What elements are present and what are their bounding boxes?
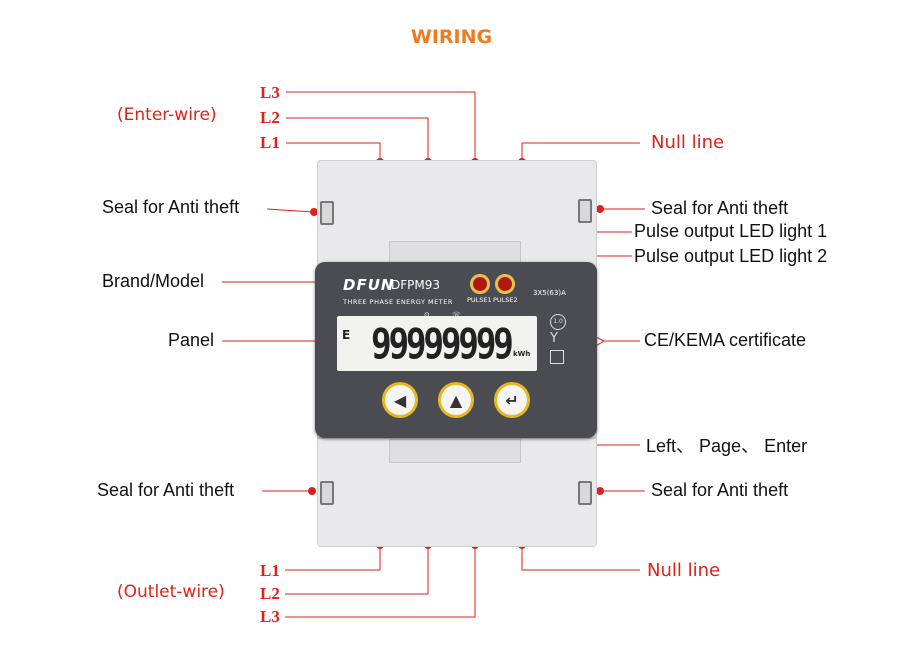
label-seal-bottom-left: Seal for Anti theft: [97, 480, 235, 500]
meter-subtitle: THREE PHASE ENERGY METER: [343, 298, 453, 306]
left-arrow-icon: ◀: [393, 390, 407, 410]
left-button[interactable]: ◀: [382, 382, 418, 418]
label-bottom-l2: L2: [260, 584, 280, 603]
diagram-title: WIRING: [410, 26, 493, 48]
class-badge: 1.0: [550, 314, 566, 330]
label-cert: CE/KEMA certificate: [644, 330, 807, 350]
pulse2-label: PULSE2: [493, 296, 518, 304]
page-button[interactable]: ▲: [438, 382, 474, 418]
clock-icon: ⊙: [424, 311, 430, 319]
housing-seam: [318, 437, 596, 439]
bottom-notch: [389, 439, 521, 463]
label-bottom-l3: L3: [260, 607, 280, 626]
up-arrow-icon: ▲: [449, 390, 463, 410]
lcd-prefix: E: [342, 328, 351, 342]
label-pulse1: Pulse output LED light 1: [634, 221, 828, 241]
label-top-l2: L2: [260, 108, 280, 127]
label-seal-top-right: Seal for Anti theft: [651, 198, 789, 218]
label-bottom-l1: L1: [260, 561, 280, 580]
model-name: DFPM93: [391, 278, 441, 292]
pulse1-label: PULSE1: [467, 296, 492, 304]
label-bottom-null-line: Null line: [647, 560, 721, 581]
seal-clip-top-left: [320, 201, 334, 225]
seal-clip-top-right: [578, 199, 592, 223]
enter-icon: ↵: [505, 390, 519, 410]
pulse1-led-icon: [470, 274, 490, 294]
seal-clip-bottom-left: [320, 481, 334, 505]
lcd-display: E 99999999 kWh: [337, 316, 537, 371]
label-outlet-wire: (Outlet-wire): [117, 582, 225, 602]
label-panel: Panel: [168, 330, 215, 350]
label-pulse2: Pulse output LED light 2: [634, 246, 828, 266]
label-seal-bottom-right: Seal for Anti theft: [651, 480, 789, 500]
enter-button[interactable]: ↵: [494, 382, 530, 418]
label-seal-top-left: Seal for Anti theft: [102, 197, 240, 217]
brand-logo: DFUN: [343, 276, 395, 294]
label-top-l3: L3: [260, 83, 280, 102]
double-insulation-icon: [550, 350, 564, 364]
label-brand-model: Brand/Model: [102, 271, 205, 291]
rating-label: 3X5(63)A: [533, 289, 566, 297]
label-top-null-line: Null line: [651, 132, 725, 153]
phone-icon: ☏: [452, 311, 461, 319]
ce-kema-icon: Y: [550, 331, 558, 346]
lcd-unit: kWh: [513, 350, 531, 358]
label-buttons: Left、 Page、 Enter: [646, 436, 808, 456]
label-enter-wire: (Enter-wire): [117, 105, 217, 125]
seal-clip-bottom-right: [578, 481, 592, 505]
label-top-l1: L1: [260, 133, 280, 152]
lcd-value: 99999999: [371, 319, 514, 368]
pulse2-led-icon: [495, 274, 515, 294]
